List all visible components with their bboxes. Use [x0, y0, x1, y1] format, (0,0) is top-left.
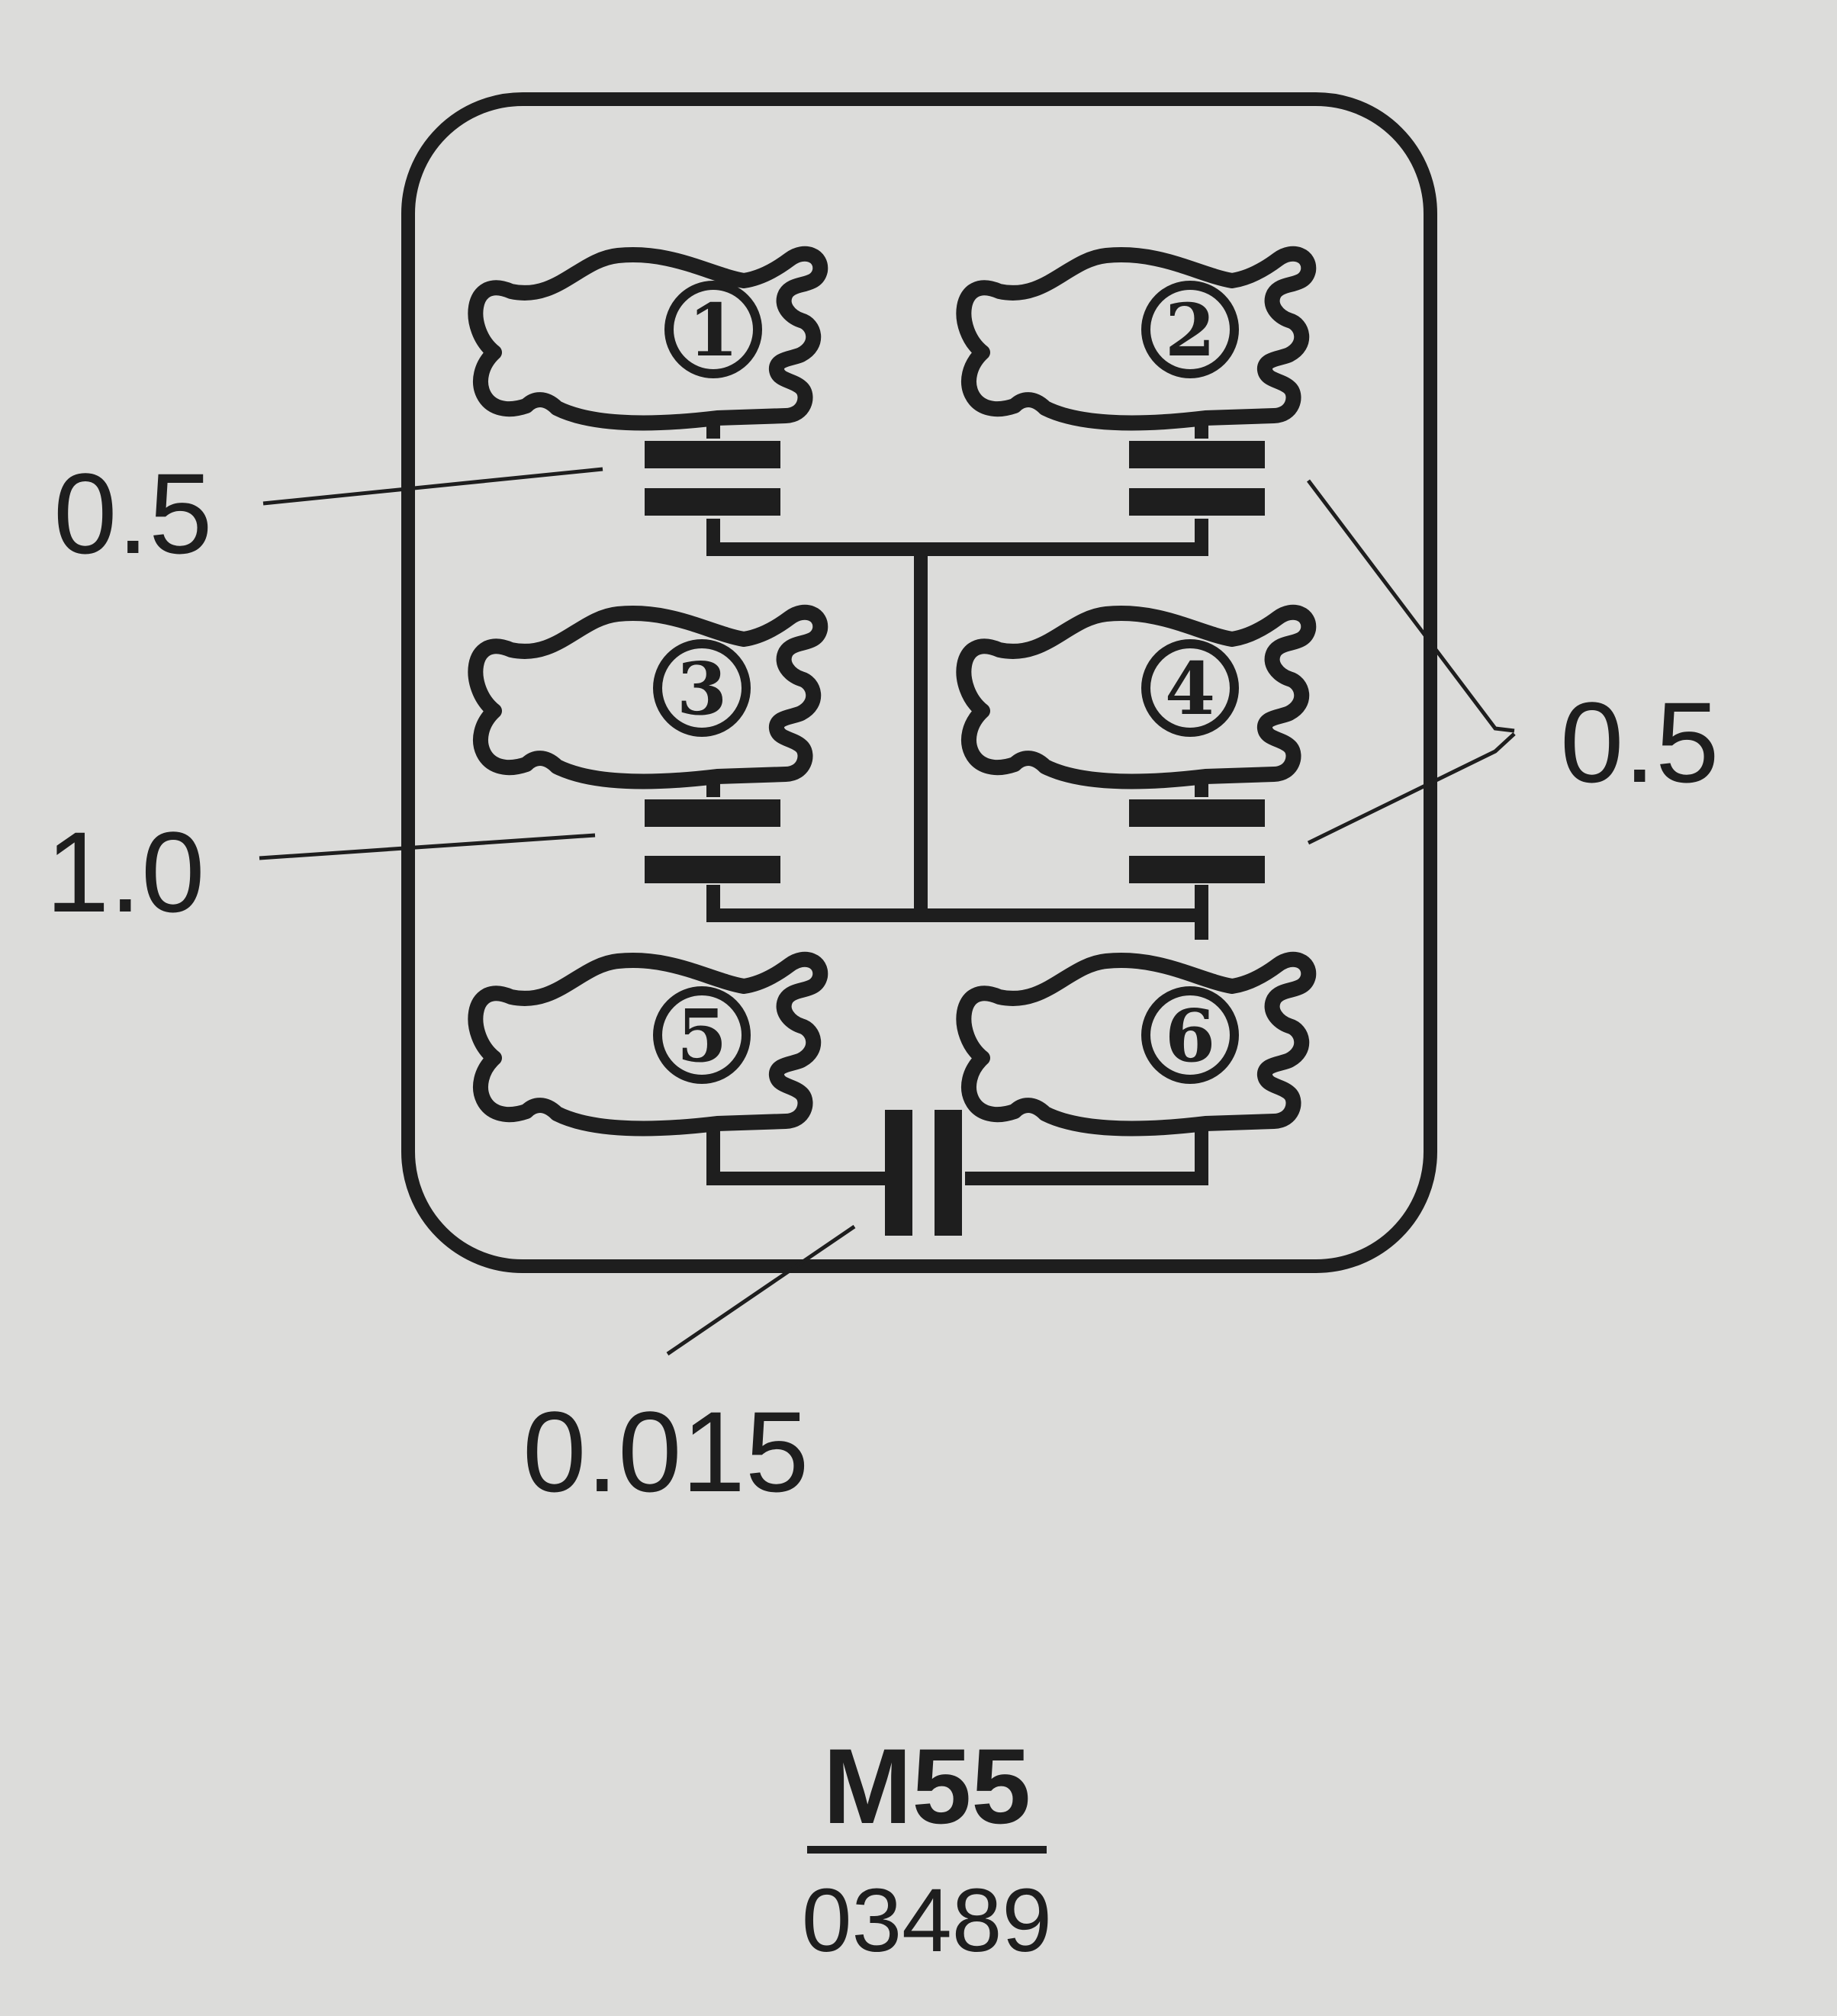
part-4-number-circle — [1141, 639, 1239, 737]
sheet-code: M55 — [823, 1726, 1031, 1846]
part-6: 6 — [964, 960, 1308, 1129]
leader-lines — [259, 467, 1516, 1356]
capacitor-top-right — [1129, 441, 1265, 516]
sheet-number: 03489 — [802, 1870, 1052, 1971]
part-4-number: 4 — [1165, 647, 1215, 731]
part-3-number-circle — [653, 639, 751, 737]
part-6-number: 6 — [1165, 994, 1215, 1079]
label-cap-right-pair: 0.5 — [1560, 678, 1720, 806]
part-3: 3 — [475, 613, 820, 782]
part-1-number: 1 — [688, 288, 738, 373]
label-cap-bottom: 0.015 — [523, 1387, 809, 1516]
part-2: 2 — [964, 254, 1308, 423]
part-6-number-circle — [1141, 986, 1239, 1084]
capacitor-middle-left — [645, 799, 780, 883]
part-1-number-circle — [664, 281, 762, 378]
part-3-number: 3 — [677, 647, 727, 731]
capacitor-bottom — [885, 1110, 962, 1236]
part-5: 5 — [475, 960, 820, 1129]
capacitor-top-left — [645, 441, 780, 516]
part-5-number: 5 — [677, 994, 727, 1079]
part-1: 1 — [475, 254, 820, 423]
label-cap-left-middle: 1.0 — [46, 808, 205, 936]
sprue-runners — [706, 416, 1208, 1185]
part-2-number: 2 — [1165, 288, 1215, 373]
label-cap-top-left: 0.5 — [53, 449, 213, 577]
part-4: 4 — [964, 613, 1308, 782]
capacitor-middle-right — [1129, 799, 1265, 883]
part-2-number-circle — [1141, 281, 1239, 378]
part-5-number-circle — [653, 986, 751, 1084]
sprue-frame — [401, 92, 1437, 1273]
